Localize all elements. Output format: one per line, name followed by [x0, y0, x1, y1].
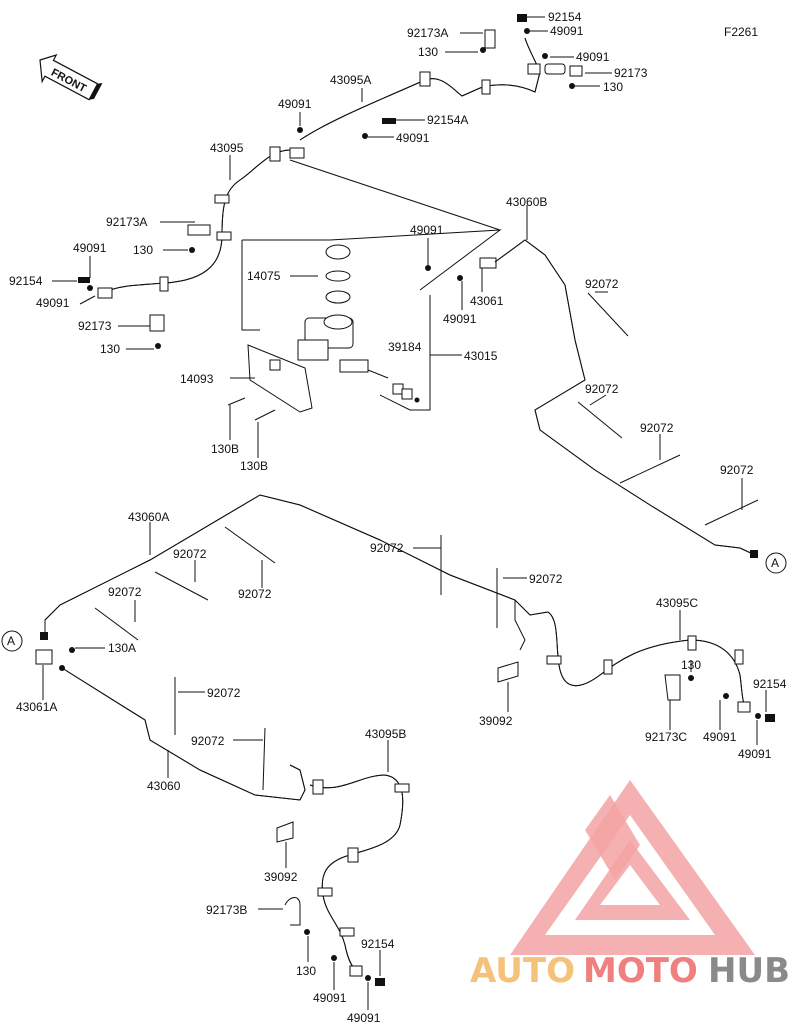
label-92072: 92072	[207, 686, 241, 700]
label-92072: 92072	[173, 547, 207, 561]
fitting-top-mid	[289, 118, 396, 159]
label-130B: 130B	[211, 442, 239, 456]
label-130B: 130B	[240, 459, 268, 473]
watermark-logo: AUTO MOTO HUB	[470, 780, 790, 991]
label-43095C: 43095C	[656, 596, 698, 610]
ref-marker-label: A	[7, 634, 15, 648]
label-92072: 92072	[108, 585, 142, 599]
hose-43095A	[299, 37, 541, 141]
label-130: 130	[603, 80, 623, 94]
label-43015: 43015	[464, 349, 498, 363]
label-43095B: 43095B	[365, 727, 406, 741]
label-49091: 49091	[410, 223, 444, 237]
label-130A: 130A	[108, 641, 136, 655]
label-43060A: 43060A	[128, 510, 169, 524]
label-92173: 92173	[614, 66, 648, 80]
label-130: 130	[418, 45, 438, 59]
label-49091: 49091	[36, 296, 70, 310]
label-92072: 92072	[720, 463, 754, 477]
hose-43095C	[497, 611, 775, 722]
label-49091: 49091	[313, 991, 347, 1005]
label-92154: 92154	[548, 10, 582, 24]
label-92173B: 92173B	[206, 903, 247, 917]
label-92154: 92154	[361, 937, 395, 951]
label-92173C: 92173C	[645, 730, 687, 744]
label-43060: 43060	[147, 779, 181, 793]
leader-lines	[42, 16, 767, 1010]
junction-43061A	[35, 632, 75, 671]
label-92072: 92072	[640, 421, 674, 435]
pipe-43060	[61, 667, 306, 801]
label-92072: 92072	[238, 587, 272, 601]
master-cylinder-group	[227, 159, 502, 421]
label-49091: 49091	[703, 730, 737, 744]
label-92154: 92154	[753, 677, 787, 691]
label-49091: 49091	[550, 24, 584, 38]
label-92173A: 92173A	[106, 215, 147, 229]
label-49091: 49091	[278, 97, 312, 111]
ref-marker-right: A	[765, 552, 787, 574]
ref-marker-label: A	[771, 556, 779, 570]
label-43095: 43095	[210, 141, 244, 155]
label-130: 130	[100, 342, 120, 356]
label-92173: 92173	[78, 319, 112, 333]
label-92072: 92072	[191, 734, 225, 748]
watermark-text-auto: AUTO	[470, 951, 575, 991]
ref-marker-left: A	[1, 630, 23, 652]
label-43095A: 43095A	[330, 73, 371, 87]
label-14093: 14093	[180, 372, 214, 386]
label-92173A: 92173A	[407, 26, 448, 40]
label-130: 130	[133, 243, 153, 257]
watermark-text-moto: MOTO	[583, 951, 698, 991]
label-92072: 92072	[370, 541, 404, 555]
front-arrow-icon: FRONT	[39, 54, 103, 101]
label-39092: 39092	[264, 870, 298, 884]
hose-43095B	[276, 774, 410, 986]
hose-43095	[104, 146, 291, 293]
label-39184: 39184	[388, 340, 422, 354]
fitting-left	[78, 224, 211, 349]
label-92154: 92154	[9, 274, 43, 288]
label-49091: 49091	[347, 1011, 381, 1025]
label-92072: 92072	[529, 572, 563, 586]
label-49091: 49091	[73, 241, 107, 255]
label-39092: 39092	[479, 714, 513, 728]
label-43060B: 43060B	[506, 195, 547, 209]
figure-code: F2261	[724, 25, 758, 39]
pipe-43060A	[44, 494, 549, 651]
watermark-text-hub: HUB	[708, 951, 790, 991]
label-92072: 92072	[585, 382, 619, 396]
label-49091: 49091	[576, 50, 610, 64]
label-130: 130	[296, 964, 316, 978]
label-49091: 49091	[396, 131, 430, 145]
label-49091: 49091	[738, 747, 772, 761]
label-49091: 49091	[443, 312, 477, 326]
label-130: 130	[681, 658, 701, 672]
label-14075: 14075	[247, 269, 281, 283]
label-92072: 92072	[585, 277, 619, 291]
label-92154A: 92154A	[427, 113, 468, 127]
label-43061: 43061	[470, 294, 504, 308]
label-43061A: 43061A	[16, 700, 57, 714]
fitting-top-right	[480, 14, 583, 89]
pipe-43060B	[494, 239, 759, 558]
